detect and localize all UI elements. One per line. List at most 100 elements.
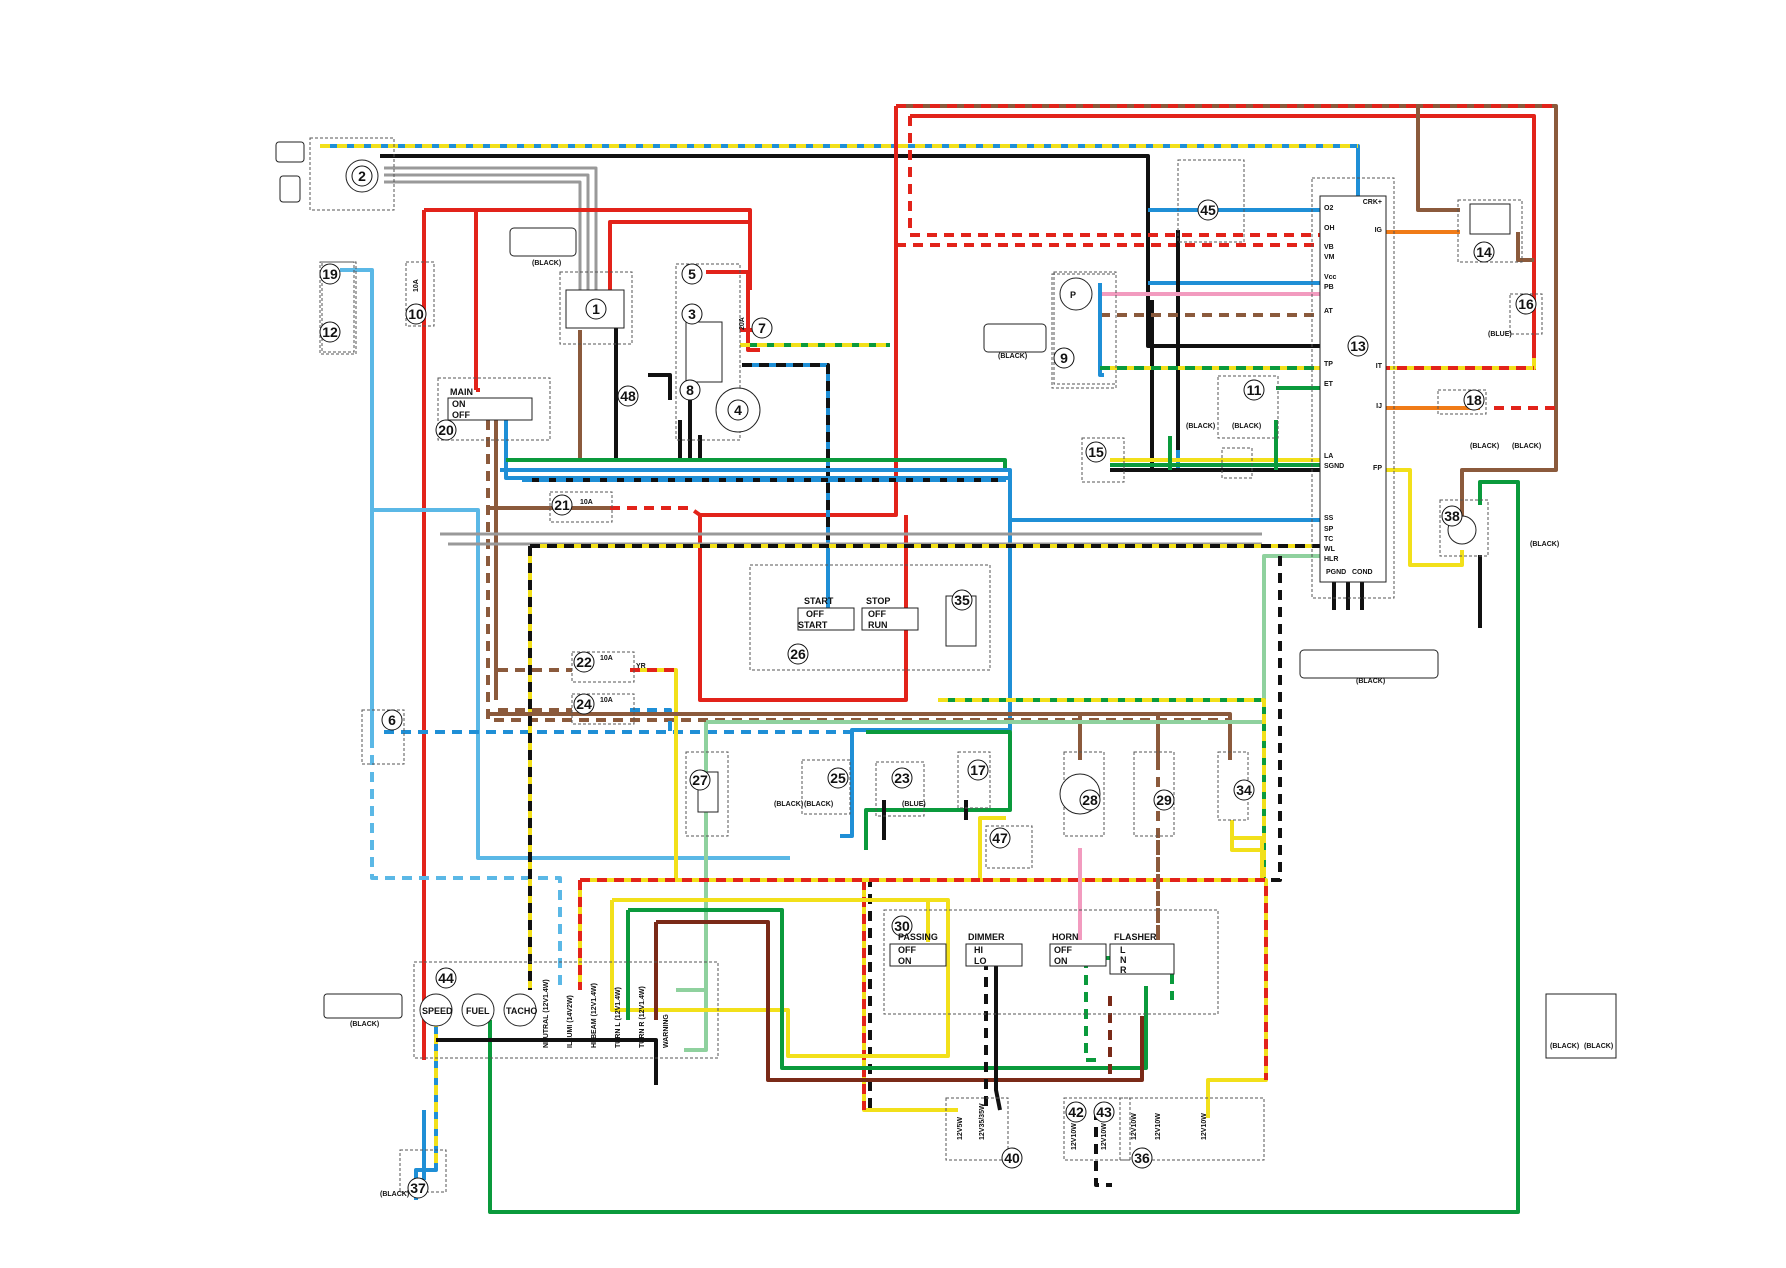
svg-text:MAIN: MAIN: [450, 387, 473, 397]
svg-text:22: 22: [576, 654, 592, 670]
ecu-pin-left: Vcc: [1324, 274, 1337, 281]
num-34: 34: [1233, 779, 1255, 801]
svg-text:43: 43: [1096, 1104, 1112, 1120]
svg-text:ON: ON: [1054, 956, 1068, 966]
ecu-pin-left: TC: [1324, 536, 1333, 543]
ecu-pin-right: IT: [1376, 363, 1383, 370]
svg-text:FLASHER: FLASHER: [1114, 932, 1157, 942]
svg-text:(BLACK): (BLACK): [998, 353, 1027, 360]
num-18: 18: [1463, 389, 1485, 411]
svg-text:YR: YR: [636, 663, 646, 670]
svg-text:10A: 10A: [600, 655, 613, 662]
svg-text:TURN L (12V1.4W): TURN L (12V1.4W): [615, 987, 622, 1048]
svg-text:(BLACK): (BLACK): [1530, 541, 1559, 548]
svg-text:44: 44: [438, 970, 454, 986]
svg-text:27: 27: [692, 772, 708, 788]
svg-text:(BLACK): (BLACK): [532, 260, 561, 267]
svg-text:14: 14: [1476, 244, 1492, 260]
svg-text:3: 3: [688, 306, 696, 322]
svg-text:(BLACK): (BLACK): [1550, 1043, 1579, 1050]
num-7: 7: [751, 317, 773, 339]
svg-text:23: 23: [894, 770, 910, 786]
ecu-pin-left: LA: [1324, 453, 1333, 460]
svg-text:10A: 10A: [580, 499, 593, 506]
svg-text:40: 40: [1004, 1150, 1020, 1166]
svg-text:P: P: [1070, 290, 1076, 300]
num-1: 1: [585, 298, 607, 320]
num-4: 4: [727, 399, 749, 421]
ecu-pin-left: SGND: [1324, 463, 1344, 470]
num-37: 37: [407, 1177, 429, 1199]
ecu-pin-bottom: PGND: [1326, 569, 1346, 576]
svg-text:OFF: OFF: [806, 609, 824, 619]
svg-text:PASSING: PASSING: [898, 932, 938, 942]
svg-text:25: 25: [830, 770, 846, 786]
svg-text:(BLACK): (BLACK): [1186, 423, 1215, 430]
ecu-pin-right: FP: [1373, 465, 1382, 472]
num-26: 26: [787, 643, 809, 665]
svg-text:36: 36: [1134, 1150, 1150, 1166]
num-25: 25: [827, 767, 849, 789]
ecu-pin-left: O2: [1324, 205, 1333, 212]
num-22: 22: [573, 651, 595, 673]
svg-text:TURN R (12V1.4W): TURN R (12V1.4W): [639, 986, 646, 1048]
svg-text:ON: ON: [898, 956, 912, 966]
num-12: 12: [319, 321, 341, 343]
num-20: 20: [435, 419, 457, 441]
num-8: 8: [679, 379, 701, 401]
svg-text:47: 47: [992, 830, 1008, 846]
svg-text:(BLACK): (BLACK): [804, 801, 833, 808]
ecu-pin-left: SP: [1324, 526, 1334, 533]
num-2: 2: [351, 165, 373, 187]
num-10: 10: [405, 303, 427, 325]
svg-text:19: 19: [322, 266, 338, 282]
svg-text:START: START: [798, 620, 828, 630]
svg-text:9: 9: [1060, 350, 1068, 366]
num-15: 15: [1085, 441, 1107, 463]
num-29: 29: [1153, 789, 1175, 811]
svg-text:45: 45: [1200, 202, 1216, 218]
svg-text:12V10W: 12V10W: [1131, 1113, 1138, 1140]
svg-text:HI: HI: [974, 945, 983, 955]
ecu-pin-left: WL: [1324, 546, 1336, 553]
num-24: 24: [573, 693, 595, 715]
num-6: 6: [381, 709, 403, 731]
svg-text:(BLACK): (BLACK): [774, 801, 803, 808]
svg-text:(BLACK): (BLACK): [1356, 678, 1385, 685]
ecu-pin-left: PB: [1324, 284, 1334, 291]
num-3: 3: [681, 303, 703, 325]
svg-text:38: 38: [1444, 508, 1460, 524]
num-44: 44: [435, 967, 457, 989]
ecu-pin-left: VB: [1324, 244, 1334, 251]
svg-text:WARNING: WARNING: [663, 1014, 670, 1048]
ecu-pin-left: AT: [1324, 308, 1334, 315]
svg-text:12V10W: 12V10W: [1071, 1123, 1078, 1150]
svg-text:(BLACK): (BLACK): [350, 1021, 379, 1028]
svg-text:HI BEAM (12V1.4W): HI BEAM (12V1.4W): [591, 983, 598, 1048]
num-45: 45: [1197, 199, 1219, 221]
svg-text:NEUTRAL (12V1.4W): NEUTRAL (12V1.4W): [543, 979, 550, 1048]
svg-text:26: 26: [790, 646, 806, 662]
svg-text:16: 16: [1518, 296, 1534, 312]
num-40: 40: [1001, 1147, 1023, 1169]
svg-text:28: 28: [1082, 792, 1098, 808]
svg-text:N: N: [1120, 955, 1127, 965]
svg-text:10A: 10A: [600, 697, 613, 704]
num-48: 48: [617, 385, 639, 407]
num-9: 9: [1053, 347, 1075, 369]
svg-text:12: 12: [322, 324, 338, 340]
svg-text:SPEED: SPEED: [422, 1006, 453, 1016]
svg-text:START: START: [804, 596, 834, 606]
svg-text:8: 8: [686, 382, 694, 398]
num-47: 47: [989, 827, 1011, 849]
num-43: 43: [1093, 1101, 1115, 1123]
num-19: 19: [319, 263, 341, 285]
svg-text:15: 15: [1088, 444, 1104, 460]
svg-text:OFF: OFF: [1054, 945, 1072, 955]
svg-text:6: 6: [388, 712, 396, 728]
ecu-pin-bottom: COND: [1352, 569, 1373, 576]
svg-text:17: 17: [970, 762, 986, 778]
component-boxes: [309, 137, 1543, 1193]
svg-text:5: 5: [688, 266, 696, 282]
